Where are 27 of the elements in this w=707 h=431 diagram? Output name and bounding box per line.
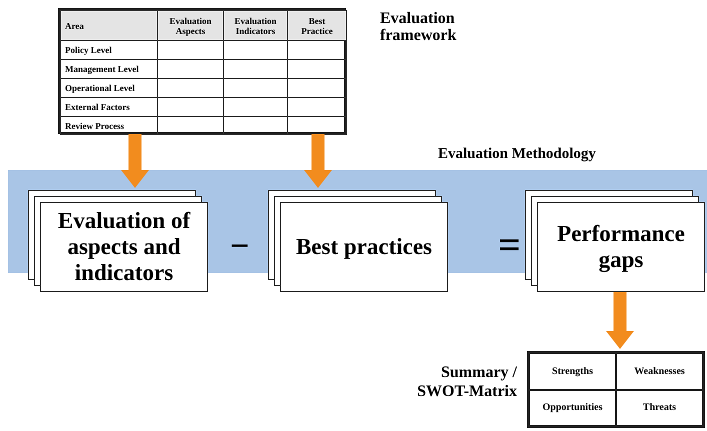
block-arrow xyxy=(606,292,634,349)
card-text: Performance gaps xyxy=(556,221,686,273)
matrix-cell: Strengths xyxy=(529,353,616,390)
matrix-cell: Weaknesses xyxy=(616,353,703,390)
table-cell: Operational Level xyxy=(60,78,158,98)
matrix-cell: Threats xyxy=(616,390,703,426)
table-cell: Policy Level xyxy=(60,40,158,60)
minus-sign: − xyxy=(230,230,250,264)
block-arrow xyxy=(121,134,149,188)
table-header-cell: Area xyxy=(60,10,158,40)
stacked-card xyxy=(268,190,448,292)
matrix-title: Summary / SWOT-Matrix xyxy=(416,363,517,401)
table-header-cell: Best Practice xyxy=(288,10,346,40)
table-cell: Review Process xyxy=(60,116,158,134)
stacked-card xyxy=(28,190,208,292)
table-cell: External Factors xyxy=(60,98,158,116)
table-title: Evaluation framework xyxy=(380,10,458,44)
block-arrow xyxy=(304,134,332,188)
matrix-cell: Opportunities xyxy=(529,390,616,426)
card-text: Best practices xyxy=(296,234,432,260)
band-title: Evaluation Methodology xyxy=(438,145,596,164)
table-header-cell: Evaluation Indicators xyxy=(224,10,288,40)
stacked-card xyxy=(525,190,705,292)
table-cell: Management Level xyxy=(60,60,158,78)
equals-sign: = xyxy=(498,225,521,265)
table-header-cell: Evaluation Aspects xyxy=(158,10,224,40)
card-text: Evaluation of aspects and indicators xyxy=(56,208,192,286)
